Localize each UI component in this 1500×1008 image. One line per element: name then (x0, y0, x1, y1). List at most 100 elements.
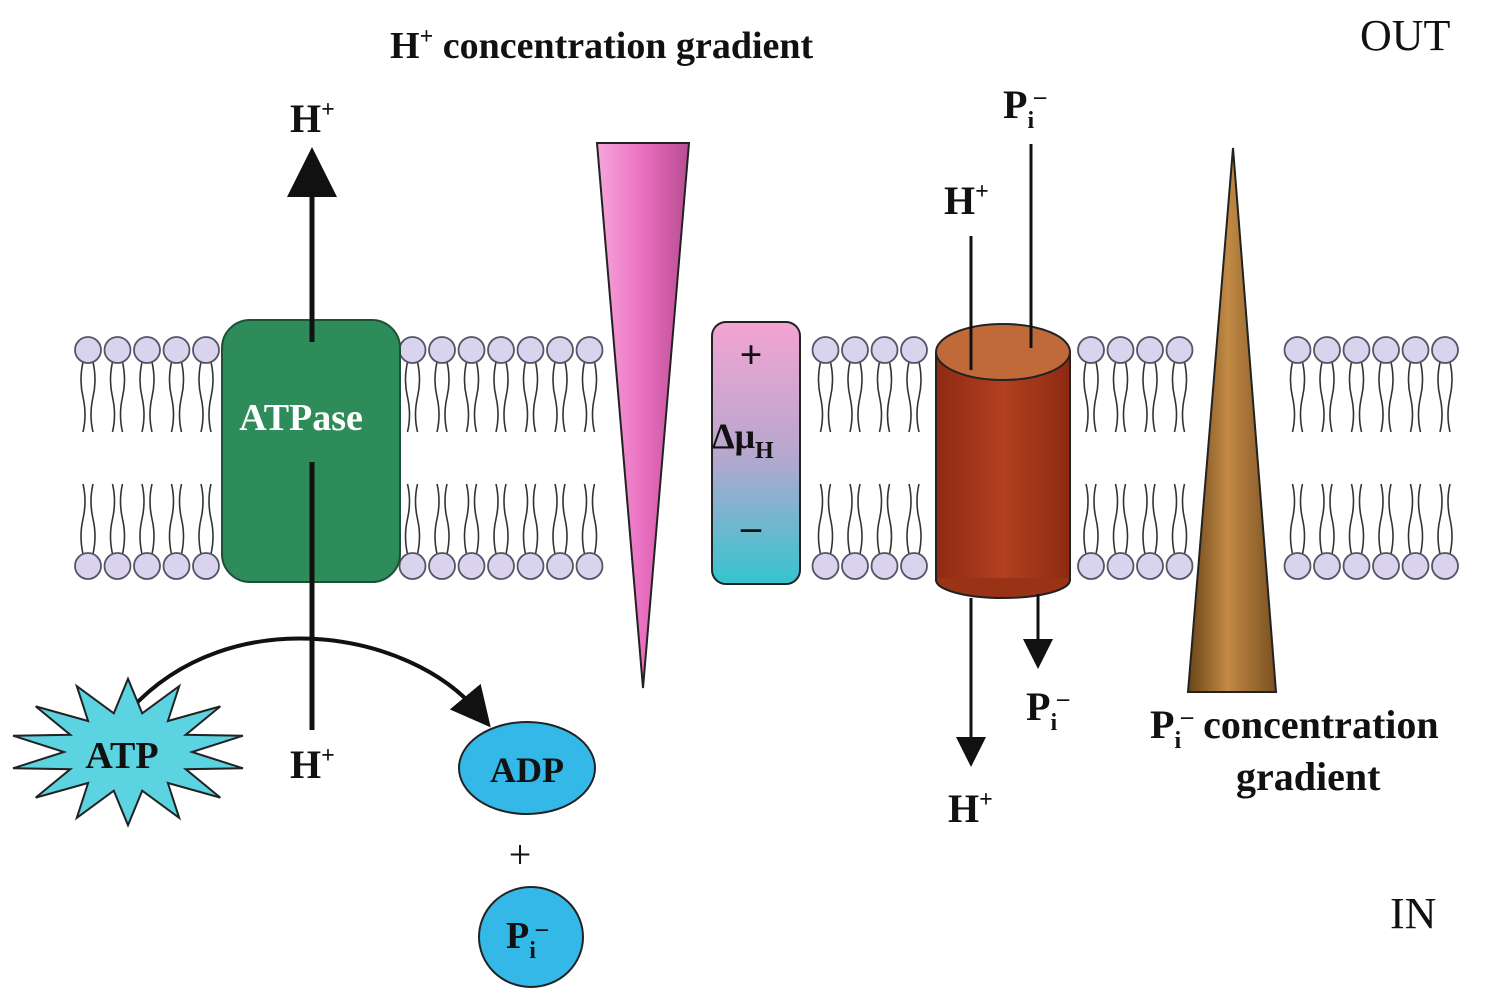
lipid-tail (80, 361, 86, 433)
lipid-tail (1112, 483, 1119, 555)
lipid-tail (1181, 361, 1188, 433)
lipid-tail (532, 361, 539, 433)
lipid-head (1165, 336, 1194, 364)
lipid-tail (1093, 483, 1099, 555)
lipid-tail (178, 361, 185, 433)
lipid-tail (1388, 483, 1394, 555)
lipid-tail (1142, 361, 1148, 433)
lipid-head (487, 336, 515, 364)
lipid-tail (109, 361, 116, 433)
lipid-head (811, 552, 840, 580)
lipid-head (103, 336, 132, 364)
lipid-tail (876, 483, 883, 555)
lipid-tail (1083, 361, 1089, 433)
lipid-tail (1437, 361, 1443, 433)
lipid-tail (90, 483, 96, 555)
lipid-tail (581, 483, 588, 555)
lipid-head (192, 336, 220, 364)
lipid-tail (1348, 483, 1355, 555)
lipid-tail (552, 483, 558, 555)
lipid-tail (1437, 483, 1443, 555)
lipid-tail (1407, 361, 1414, 433)
lipid-tail (139, 361, 145, 433)
h-in-atpase: H+ (290, 742, 335, 787)
lipid-tail (404, 483, 411, 555)
pi-ellipse (478, 886, 584, 988)
lipid-head (1342, 552, 1371, 580)
lipid-head (900, 552, 928, 580)
lipid-tail (168, 483, 175, 555)
atp-hydrolysis-arrow (128, 636, 491, 728)
lipid-tail (847, 483, 853, 555)
lipid-tail (139, 483, 145, 555)
charge-plus: + (740, 332, 763, 377)
lipid-tail (562, 483, 568, 555)
h-concentration-cone (595, 142, 691, 689)
lipid-tail (817, 361, 824, 433)
lipid-head (192, 552, 220, 580)
lipid-tail (827, 483, 834, 555)
lipid-tail (1142, 483, 1148, 555)
lipid-tail (1417, 361, 1424, 433)
lipid-tail (434, 361, 440, 433)
lipid-tail (1329, 483, 1335, 555)
lipid-head (74, 336, 102, 364)
lipid-tail (1407, 483, 1414, 555)
lipid-head (1372, 336, 1400, 364)
lipid-tail (198, 361, 204, 433)
atp-star (12, 676, 244, 828)
delta-mu-box (711, 321, 801, 585)
lipid-tail (1289, 483, 1296, 555)
lipid-tail (1319, 361, 1325, 433)
lipid-tail (1171, 361, 1178, 433)
h-in-symporter: H+ (948, 786, 993, 831)
lipid-tail (208, 483, 214, 555)
lipid-head (457, 552, 486, 580)
lipid-tail (1348, 361, 1355, 433)
plus-sign: + (509, 832, 532, 877)
lipid-tail (463, 483, 470, 555)
lipid-head (870, 552, 899, 580)
lipid-head (1106, 336, 1135, 364)
h-gradient-title: H+ concentration gradient (390, 24, 814, 67)
lipid-tail (493, 361, 499, 433)
lipid-tail (109, 483, 116, 555)
lipid-head (1106, 552, 1135, 580)
lipid-tail (1171, 483, 1178, 555)
atpase-label: ATPase (239, 397, 363, 439)
pi-gradient-label: Pi– concentration (1150, 702, 1439, 754)
lipid-tail (1358, 483, 1365, 555)
lipid-head (1077, 552, 1105, 580)
lipid-tail (552, 361, 558, 433)
lipid-tail (1319, 483, 1325, 555)
lipid-head (1313, 336, 1341, 364)
lipid-tail (444, 483, 450, 555)
lipid-tail (149, 361, 155, 433)
lipid-head (516, 336, 545, 364)
lipid-head (1136, 552, 1164, 580)
lipid-head (398, 552, 427, 580)
lipid-head (546, 552, 574, 580)
lipid-tail (178, 483, 185, 555)
symporter-cylinder (935, 323, 1071, 599)
pi-in-symporter: Pi– (1026, 684, 1070, 736)
lipid-head (1077, 336, 1105, 364)
lipid-tail (522, 361, 529, 433)
lipid-tail (1093, 361, 1099, 433)
lipid-tail (473, 361, 480, 433)
lipid-tail (493, 483, 499, 555)
lipid-head (1165, 552, 1194, 580)
lipid-tail (1358, 361, 1365, 433)
lipid-tail (886, 361, 893, 433)
pi-gradient-label-line2: gradient (1236, 754, 1381, 799)
lipid-tail (1152, 483, 1158, 555)
lipid-head (1401, 336, 1430, 364)
lipid-tail (463, 361, 470, 433)
charge-minus: – (740, 504, 762, 549)
lipid-tail (906, 361, 912, 433)
pi-out-symporter: Pi– (1003, 82, 1047, 134)
lipid-head (811, 336, 840, 364)
lipid-tail (208, 361, 214, 433)
lipid-head (487, 552, 515, 580)
